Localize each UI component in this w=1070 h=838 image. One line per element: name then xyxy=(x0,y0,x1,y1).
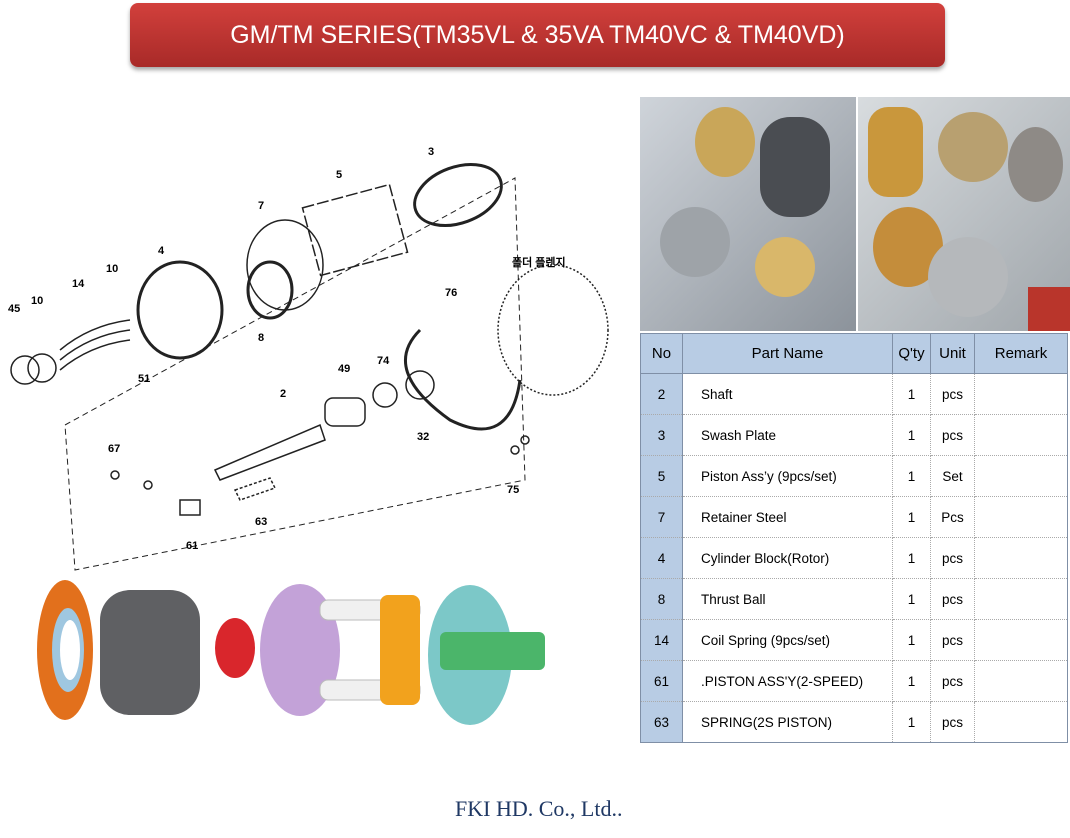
callout-74: 74 xyxy=(377,355,390,367)
cell-unit: pcs xyxy=(930,578,975,620)
callout-67: 67 xyxy=(108,443,120,455)
col-part-name: Part Name xyxy=(682,333,893,374)
cell-no: 2 xyxy=(640,373,683,415)
callout-51: 51 xyxy=(138,373,150,385)
callout-8: 8 xyxy=(258,332,264,344)
table-header-row: No Part Name Q'ty Unit Remark xyxy=(640,333,1068,374)
cell-name: .PISTON ASS'Y(2-SPEED) xyxy=(682,660,893,702)
cell-qty: 1 xyxy=(892,414,931,456)
cell-unit: Set xyxy=(930,455,975,497)
cell-remark xyxy=(974,660,1068,702)
cell-name: Coil Spring (9pcs/set) xyxy=(682,619,893,661)
cell-name: Piston Ass’y (9pcs/set) xyxy=(682,455,893,497)
callout-63: 63 xyxy=(255,516,267,528)
cell-remark xyxy=(974,455,1068,497)
callout-45: 45 xyxy=(8,303,20,315)
parts-photo-left xyxy=(640,97,856,331)
cell-qty: 1 xyxy=(892,578,931,620)
cell-unit: pcs xyxy=(930,660,975,702)
page-title: GM/TM SERIES(TM35VL & 35VA TM40VC & TM40… xyxy=(130,3,945,67)
callout-2: 2 xyxy=(280,388,286,400)
callout-10b: 10 xyxy=(31,295,43,307)
cell-remark xyxy=(974,619,1068,661)
callout-75: 75 xyxy=(507,484,519,496)
cell-name: Swash Plate xyxy=(682,414,893,456)
callout-5: 5 xyxy=(336,169,342,181)
callout-folder-flange: 폴더 플렌지 xyxy=(512,255,566,269)
callout-7: 7 xyxy=(258,200,264,212)
cell-unit: Pcs xyxy=(930,496,975,538)
cell-qty: 1 xyxy=(892,496,931,538)
callout-14: 14 xyxy=(72,278,85,290)
cell-unit: pcs xyxy=(930,373,975,415)
cell-name: SPRING(2S PISTON) xyxy=(682,701,893,743)
cell-remark xyxy=(974,496,1068,538)
company-footer: FKI HD. Co., Ltd.. xyxy=(455,796,623,821)
cell-no: 14 xyxy=(640,619,683,661)
cell-unit: pcs xyxy=(930,619,975,661)
cell-remark xyxy=(974,414,1068,456)
cell-remark xyxy=(974,578,1068,620)
callout-49: 49 xyxy=(338,363,350,375)
cell-name: Thrust Ball xyxy=(682,578,893,620)
cell-name: Cylinder Block(Rotor) xyxy=(682,537,893,579)
cell-no: 63 xyxy=(640,701,683,743)
cell-qty: 1 xyxy=(892,619,931,661)
col-remark: Remark xyxy=(974,333,1068,374)
cell-qty: 1 xyxy=(892,537,931,579)
cell-qty: 1 xyxy=(892,701,931,743)
cell-no: 8 xyxy=(640,578,683,620)
callout-61: 61 xyxy=(186,540,198,552)
callout-4: 4 xyxy=(158,245,165,257)
cell-unit: pcs xyxy=(930,414,975,456)
col-no: No xyxy=(640,333,683,374)
cell-unit: pcs xyxy=(930,701,975,743)
color-assembly-illustration xyxy=(37,580,545,725)
cell-no: 5 xyxy=(640,455,683,497)
cell-no: 4 xyxy=(640,537,683,579)
parts-photo-right xyxy=(858,97,1070,331)
cell-unit: pcs xyxy=(930,537,975,579)
parts-photos xyxy=(640,97,1070,331)
cell-qty: 1 xyxy=(892,373,931,415)
callout-3: 3 xyxy=(428,146,434,158)
cell-no: 3 xyxy=(640,414,683,456)
exploded-parts-diagram: 3 5 7 4 10 14 45 10 51 8 76 폴더 플렌지 49 74… xyxy=(8,146,609,725)
cell-remark xyxy=(974,701,1068,743)
cell-no: 7 xyxy=(640,496,683,538)
col-qty: Q'ty xyxy=(892,333,931,374)
cell-name: Retainer Steel xyxy=(682,496,893,538)
cell-remark xyxy=(974,373,1068,415)
callout-10: 10 xyxy=(106,263,118,275)
cell-no: 61 xyxy=(640,660,683,702)
col-unit: Unit xyxy=(930,333,975,374)
cell-remark xyxy=(974,537,1068,579)
callout-32: 32 xyxy=(417,431,429,443)
cell-qty: 1 xyxy=(892,455,931,497)
cell-name: Shaft xyxy=(682,373,893,415)
callout-76: 76 xyxy=(445,287,457,299)
cell-qty: 1 xyxy=(892,660,931,702)
